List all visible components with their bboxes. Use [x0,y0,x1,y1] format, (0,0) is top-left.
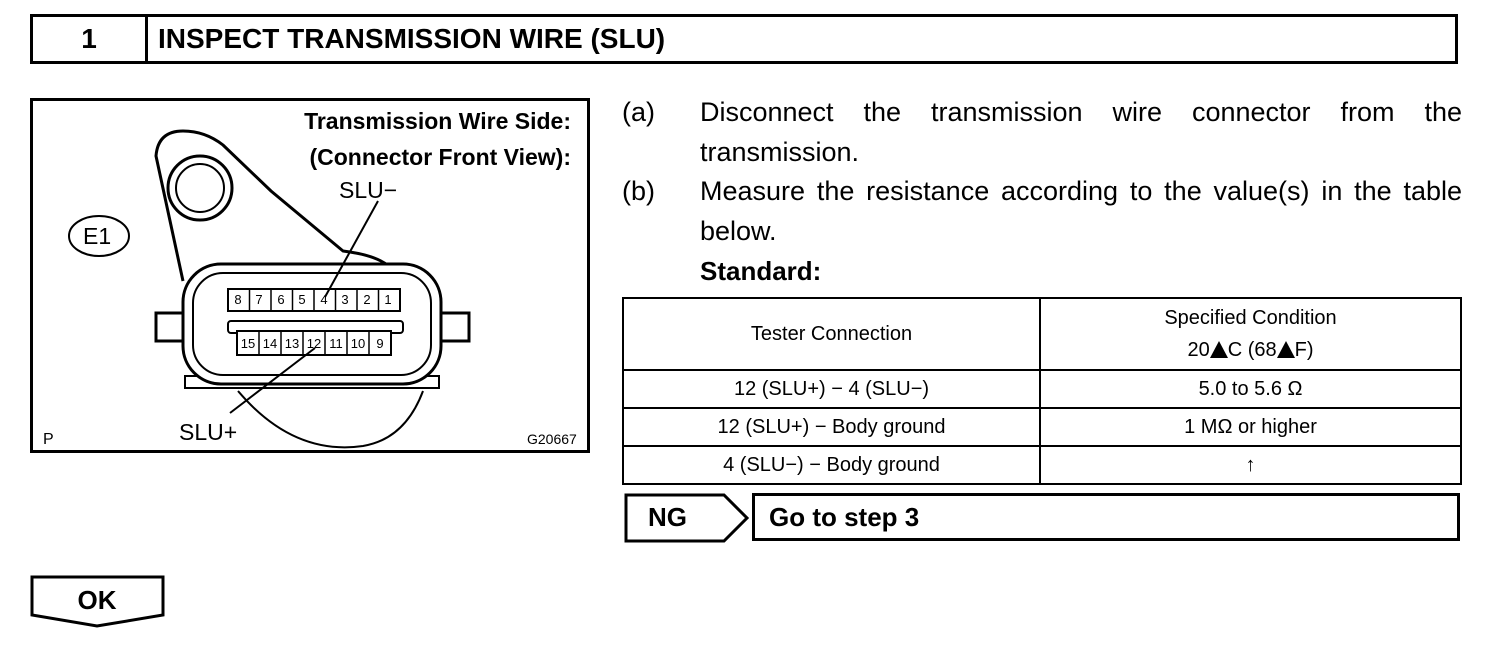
e1-label: E1 [83,223,112,249]
pin-label: 15 [240,336,256,351]
degree-symbol-icon [1209,341,1228,358]
cell-condition: ↑ [1039,445,1462,485]
connector-inner [192,272,432,376]
pin-label: 11 [329,336,343,351]
cell-condition: 1 MΩ or higher [1039,407,1462,447]
ng-arrow-icon [624,493,750,543]
rear-arc [237,390,424,449]
table-row: 4 (SLU−) − Body ground ↑ [621,445,1462,485]
pin-label: 5 [298,292,306,307]
slu-plus-leader [229,347,316,414]
ok-arrow-icon [30,575,165,628]
bracket-outline [154,129,395,282]
slu-minus-label: SLU− [339,177,398,203]
connector-drawing [68,129,471,449]
ok-label: OK [77,585,117,615]
pin-label: 4 [320,292,328,307]
pin-label: 10 [350,336,366,351]
pin-label: 3 [341,292,349,307]
pin-label: 2 [363,292,371,307]
figure-title: Transmission Wire Side: (Connector Front… [304,108,571,170]
table-row: 12 (SLU+) − 4 (SLU−) 5.0 to 5.6 Ω [621,369,1462,409]
table-row: 12 (SLU+) − Body ground 1 MΩ or higher [621,407,1462,447]
p-mark: P [43,431,54,448]
degree-symbol-icon [1276,341,1295,358]
slu-plus-label: SLU+ [179,419,238,445]
pin-label: 7 [255,292,263,307]
table-header-row: Tester Connection Specified Condition 20… [621,297,1462,371]
pin-label: 13 [284,336,300,351]
cell-connection: 12 (SLU+) − Body ground [621,407,1042,447]
cell-condition: 5.0 to 5.6 Ω [1039,369,1462,409]
pin-label: 12 [306,336,322,351]
step-title: INSPECT TRANSMISSION WIRE (SLU) [158,23,666,54]
e1-outline [68,215,130,257]
pin-label: 14 [262,336,278,351]
step-b-text: Measure the resistance according to the … [700,176,1462,246]
pin-label: 8 [234,292,242,307]
pin-label: 9 [376,336,384,351]
step-a-text: Disconnect the transmission wire connect… [700,97,1462,167]
spec-table: Tester Connection Specified Condition 20… [621,297,1462,485]
bolt-hole-outer [166,154,234,222]
cell-connection: 12 (SLU+) − 4 (SLU−) [621,369,1042,409]
cell-connection: 4 (SLU−) − Body ground [621,445,1042,485]
bolt-hole-inner [175,163,225,213]
connector-figure: Transmission Wire Side: (Connector Front… [30,98,590,453]
ng-action: Go to step 3 [752,493,1460,541]
pin-label: 6 [277,292,285,307]
standard-label: Standard: [700,256,822,286]
ng-label: NG [648,502,687,532]
bottom-pin-row [236,330,392,356]
pin-label: 1 [384,292,392,307]
step-a-mark: (a) [622,97,655,127]
header-connection: Tester Connection [621,297,1042,371]
step-number: 1 [33,17,148,61]
step-b-mark: (b) [622,176,655,206]
step-header: 1 INSPECT TRANSMISSION WIRE (SLU) [30,14,1458,64]
slu-minus-leader [324,200,379,298]
figure-code: G20667 [527,431,577,447]
